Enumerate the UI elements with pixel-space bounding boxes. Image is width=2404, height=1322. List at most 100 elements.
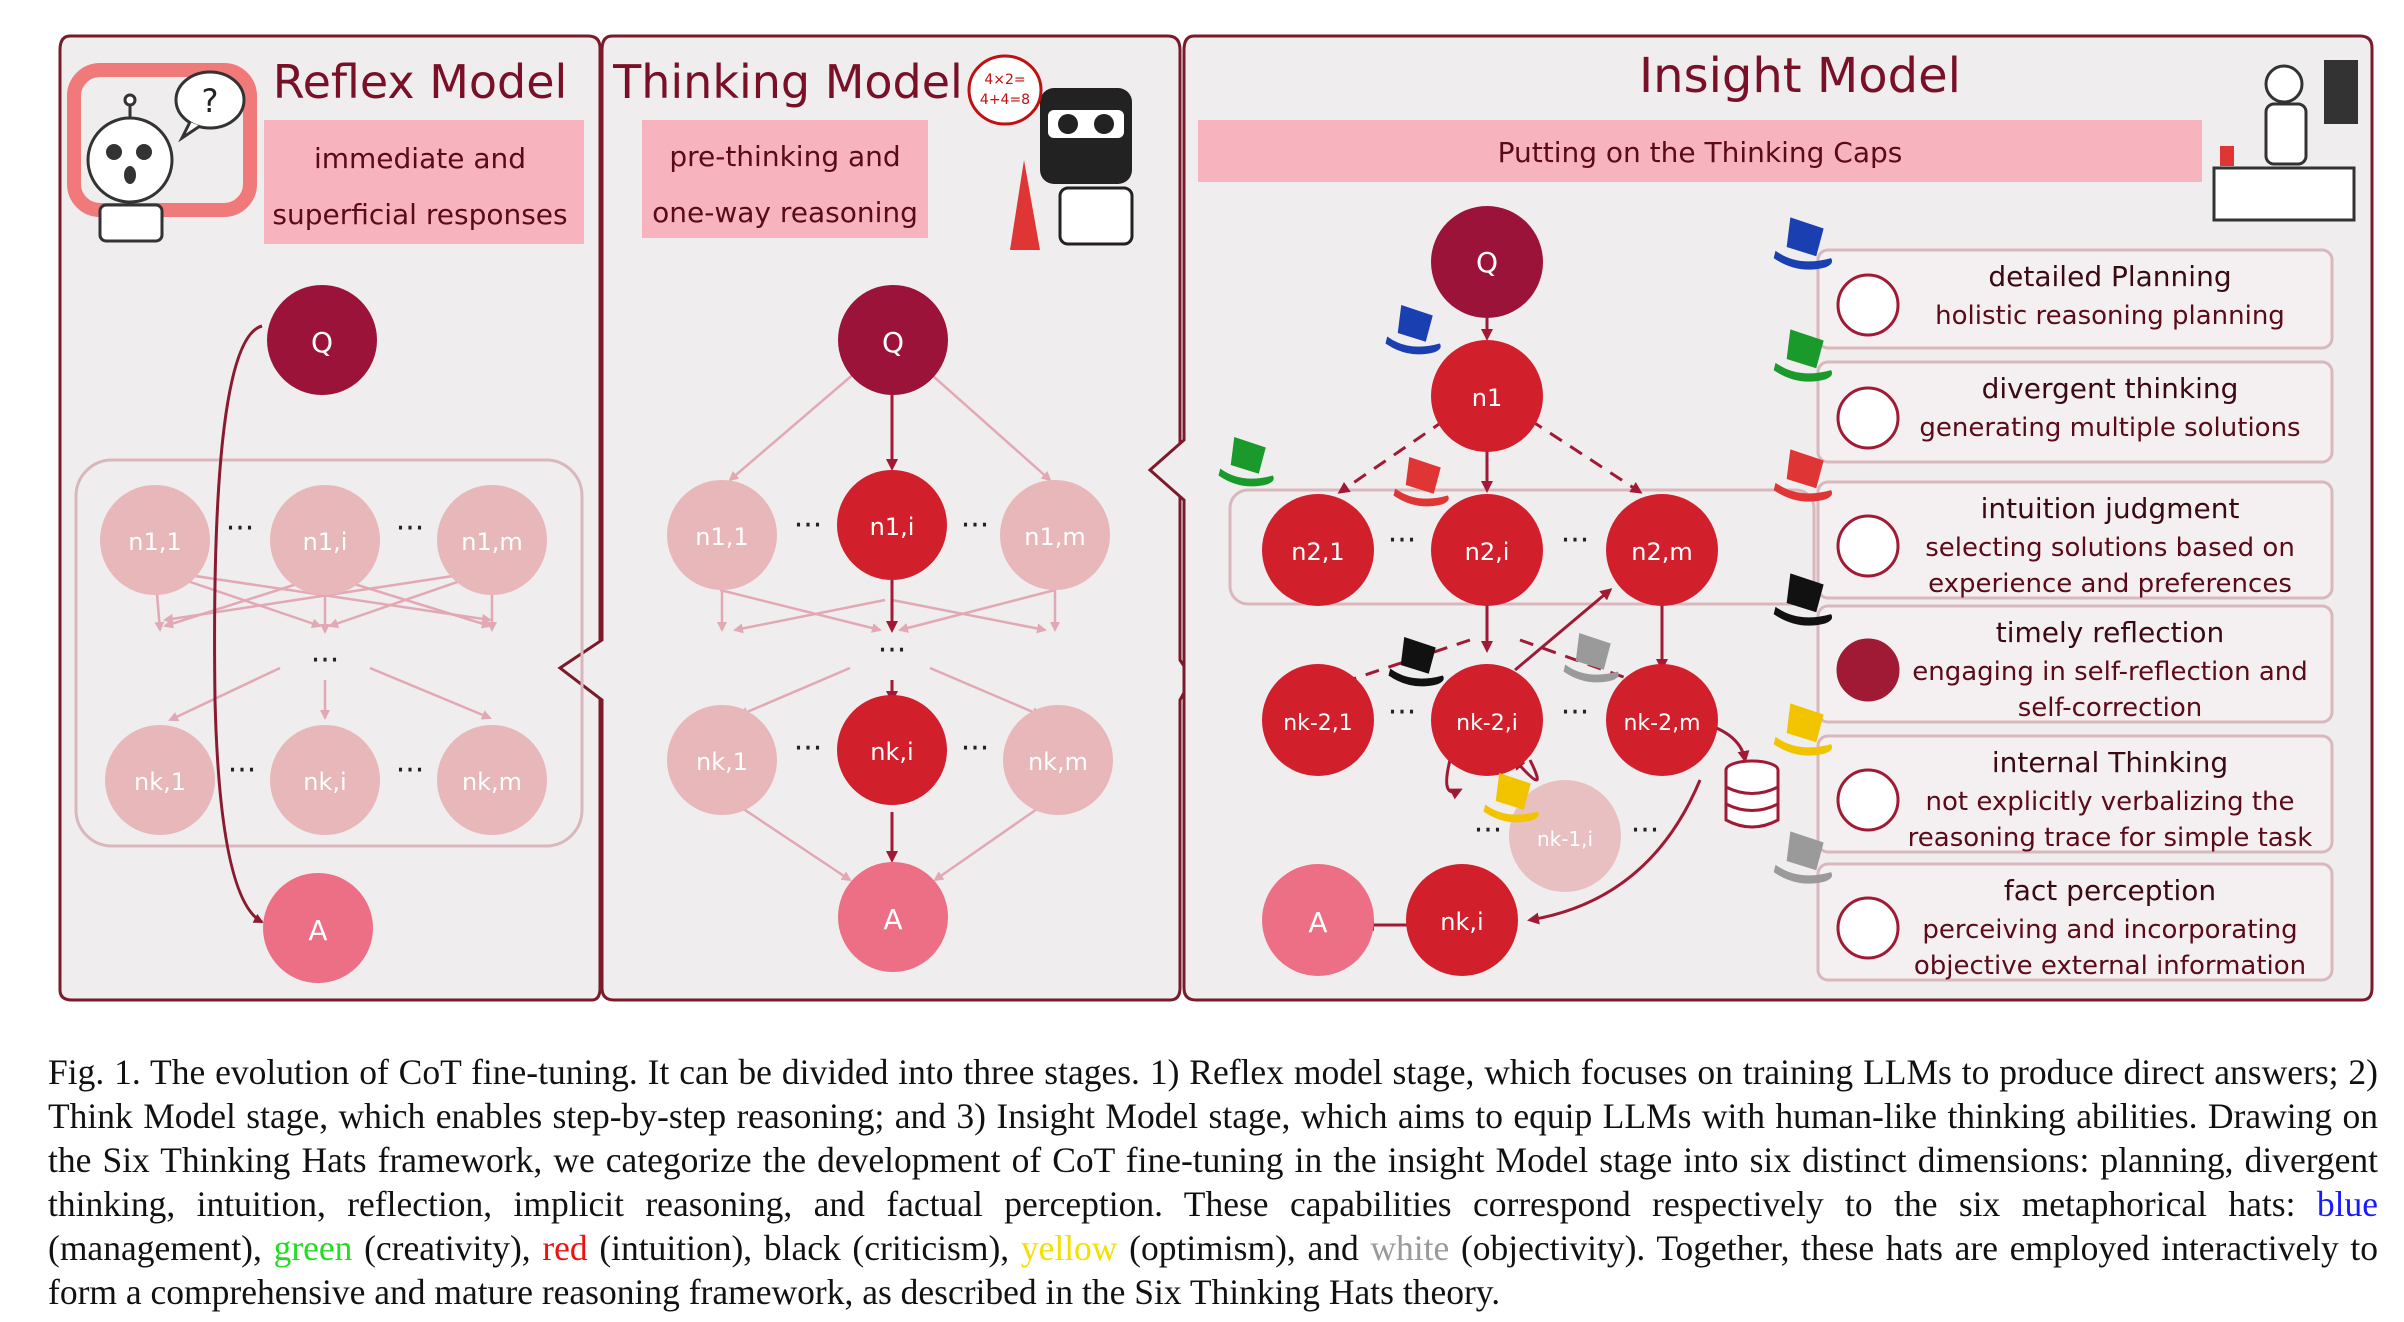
svg-text:nk,m: nk,m (1028, 748, 1088, 776)
thinking-node-q (838, 285, 948, 395)
thinking-node-n1-m (1000, 480, 1110, 590)
reflex-nodes: n1,1 n1,i n1,m ··· ··· ··· nk,1 nk,i nk,… (100, 285, 547, 983)
svg-text:nk-1,i: nk-1,i (1537, 827, 1593, 851)
insight-node-n2-m (1606, 494, 1718, 606)
hat-legend: detailed Planning holistic reasoning plan… (1773, 217, 2334, 982)
thinking-robot-illustration: 4×2= 4+4=8 (967, 54, 1134, 250)
insight-title: Insight Model (1639, 48, 1961, 104)
svg-text:···: ··· (794, 731, 823, 766)
database-icon (1836, 896, 1900, 960)
svg-text:A: A (308, 914, 327, 947)
svg-text:···: ··· (311, 643, 340, 678)
thinking-node-nk-1 (667, 705, 777, 815)
svg-text:n1,i: n1,i (303, 528, 348, 556)
svg-text:nk,i: nk,i (870, 738, 913, 766)
reflex-node-n1-1 (100, 485, 210, 595)
svg-text:n1,m: n1,m (1024, 523, 1086, 551)
insight-node-n2-i (1431, 494, 1543, 606)
caption-white: white (1370, 1228, 1450, 1268)
reflex-title: Reflex Model (273, 55, 568, 109)
hat-card-line: perceiving and incorporating (1922, 915, 2297, 945)
insight-node-nk2-1 (1262, 664, 1374, 776)
svg-text:···: ··· (1561, 695, 1590, 730)
svg-text:A: A (883, 903, 902, 936)
thinking-nodes: Q n1,1 n1,i n1,m ··· ··· ··· nk,1 nk,i n… (667, 285, 1113, 972)
hat-card-red: intuition judgment selecting solutions ba… (1773, 449, 2334, 600)
svg-text:nk,m: nk,m (462, 768, 522, 796)
svg-text:A: A (1308, 906, 1327, 939)
reflex-node-a (263, 873, 373, 983)
question-bubble-icon (1836, 638, 1900, 702)
hat-card-line: experience and preferences (1928, 569, 2292, 599)
reflex-node-n1-m (437, 485, 547, 595)
route-icon (1836, 273, 1900, 337)
reflex-direct-arrow (213, 324, 264, 924)
hat-card-line: reasoning trace for simple task (1908, 823, 2313, 853)
heart-icon (1836, 514, 1900, 578)
hat-card-title: detailed Planning (1988, 260, 2231, 293)
hat-card-title: timely reflection (1996, 616, 2225, 649)
svg-text:nk-2,i: nk-2,i (1456, 711, 1518, 736)
svg-text:nk,1: nk,1 (134, 768, 186, 796)
hat-card-line: self-correction (2018, 693, 2203, 723)
insight-node-nk2-m (1606, 664, 1718, 776)
hat-card-title: intuition judgment (1981, 492, 2240, 525)
svg-text:Q: Q (882, 326, 904, 359)
insight-node-q (1431, 206, 1543, 318)
svg-text:nk-2,m: nk-2,m (1623, 711, 1700, 736)
reflex-group-box (74, 458, 584, 848)
hat-card-line: selecting solutions based on (1925, 533, 2295, 563)
hat-card-black: timely reflection engaging in self-reflec… (1773, 573, 2334, 724)
svg-text:one-way reasoning: one-way reasoning (652, 196, 918, 229)
svg-text:n2,1: n2,1 (1291, 538, 1344, 566)
svg-text:Q: Q (311, 326, 333, 359)
reflex-node-nk-m (437, 725, 547, 835)
svg-text:···: ··· (794, 508, 823, 543)
hat-card-title: divergent thinking (1982, 372, 2239, 405)
reflex-robot-illustration: ? (67, 63, 257, 243)
svg-text:n2,m: n2,m (1631, 538, 1693, 566)
hat-card-line: engaging in self-reflection and (1912, 657, 2308, 687)
thinking-node-nk-i (837, 695, 947, 805)
svg-text:nk,i: nk,i (1440, 908, 1483, 936)
hat-card-green: divergent thinking generating multiple so… (1773, 329, 2334, 464)
question-mark-bubble: ? (202, 82, 219, 120)
insight-node-nk-i (1406, 864, 1518, 976)
insight-loop-arrows (1445, 757, 1539, 800)
graph-database-icon (1724, 759, 1780, 829)
svg-text:n1,m: n1,m (461, 528, 523, 556)
svg-text:···: ··· (961, 508, 990, 543)
svg-text:4×2=: 4×2= (984, 72, 1025, 88)
svg-text:···: ··· (961, 731, 990, 766)
svg-text:immediate and: immediate and (314, 142, 526, 175)
hat-card-blue: detailed Planning holistic reasoning plan… (1773, 217, 2334, 350)
thinking-title: Thinking Model (612, 55, 963, 109)
svg-text:n1: n1 (1472, 384, 1502, 412)
svg-text:n1,i: n1,i (870, 513, 915, 541)
insight-group-box (1228, 488, 1816, 606)
thinking-node-nk-m (1003, 705, 1113, 815)
insight-banner: Putting on the Thinking Caps (1198, 120, 2202, 182)
hat-card-line: generating multiple solutions (1919, 413, 2300, 443)
hat-card-line: holistic reasoning planning (1935, 301, 2285, 331)
svg-text:pre-thinking and: pre-thinking and (669, 140, 900, 173)
reflex-node-q (267, 285, 377, 395)
svg-text:4+4=8: 4+4=8 (980, 92, 1030, 108)
svg-text:n1,1: n1,1 (128, 528, 181, 556)
thinking-subtitle-box: pre-thinking and one-way reasoning (642, 120, 928, 238)
insight-nodes: Q n1 n2,1 n2,i n2,m ··· ··· nk-2,1 nk-2,… (1262, 206, 1718, 976)
reflex-subtitle-box: immediate and superficial responses (264, 120, 584, 244)
insight-node-nk2-i (1431, 664, 1543, 776)
cot-evolution-figure: ? Reflex Model immediate and superficial… (58, 34, 2374, 1002)
figure-caption: Fig. 1. The evolution of CoT fine-tuning… (48, 1052, 2378, 1312)
hat-card-line: objective external information (1914, 951, 2306, 981)
caption-yellow: yellow (1020, 1228, 1118, 1268)
reflex-node-nk-1 (105, 725, 215, 835)
insight-robot-desk-illustration (2212, 60, 2358, 222)
svg-text:nk,i: nk,i (303, 768, 346, 796)
svg-text:···: ··· (1388, 523, 1417, 558)
svg-text:Q: Q (1476, 246, 1498, 279)
svg-text:nk-2,1: nk-2,1 (1283, 711, 1353, 736)
caption-blue: blue (2316, 1184, 2378, 1224)
